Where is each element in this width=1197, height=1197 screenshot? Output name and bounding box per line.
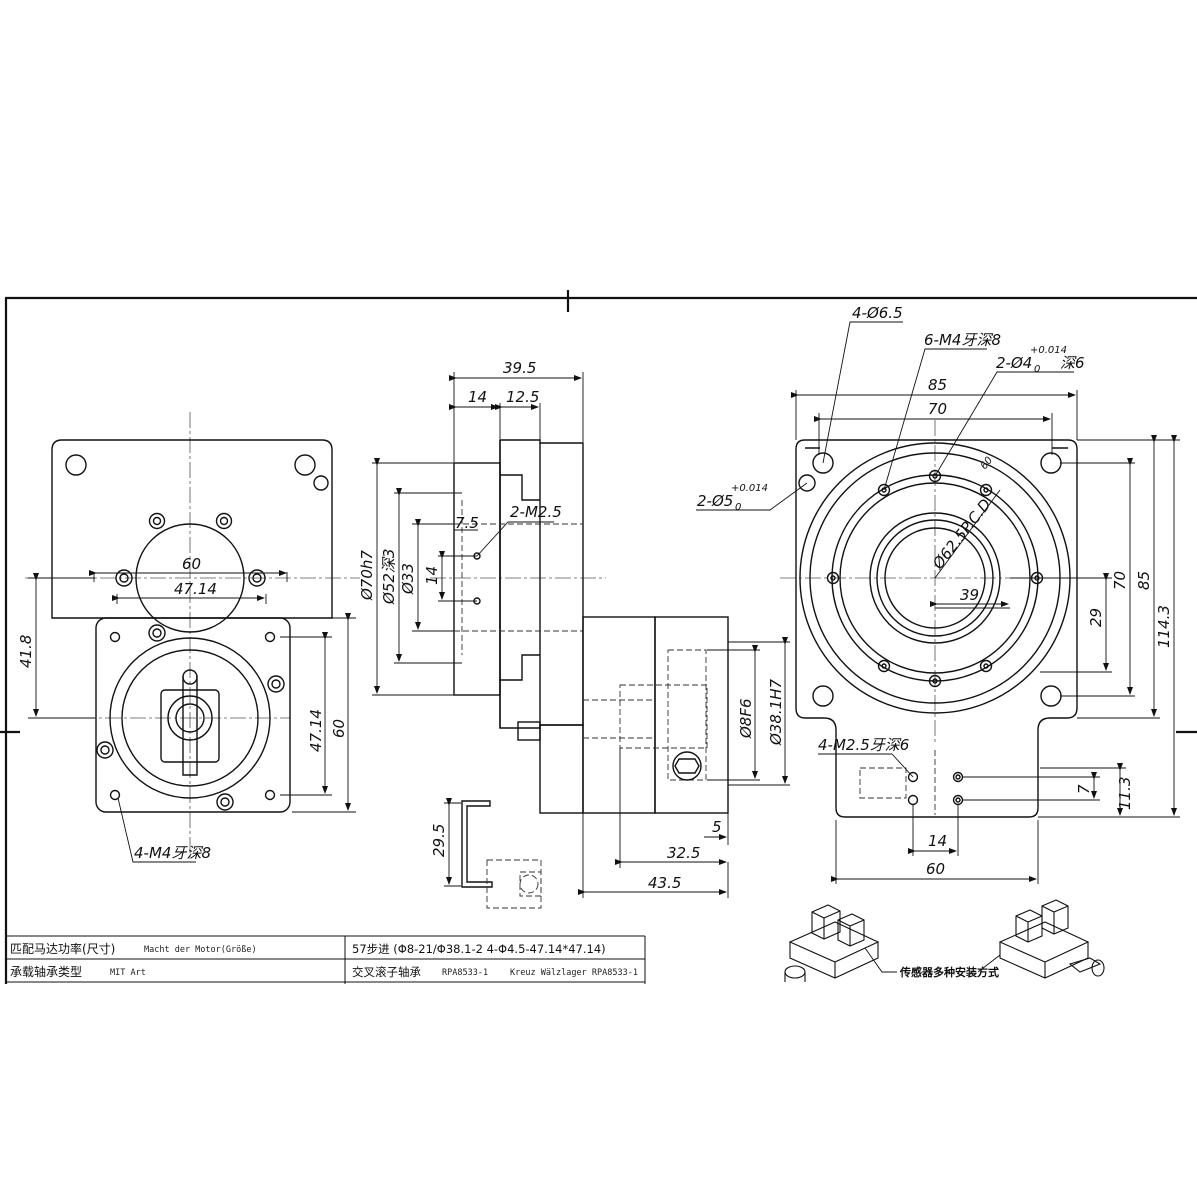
- svg-text:0: 0: [735, 502, 741, 513]
- svg-text:0: 0: [1034, 364, 1040, 375]
- callout-top-60-small: 60: [979, 455, 996, 472]
- svg-text:2-Ø4: 2-Ø4: [996, 354, 1032, 372]
- dim-top-85-v: 85: [1135, 571, 1153, 590]
- dim-top-11-3: 11.3: [1116, 777, 1134, 810]
- dim-side-14-v: 14: [423, 566, 441, 585]
- side-view: [430, 439, 729, 909]
- dim-side-39-5: 39.5: [503, 359, 536, 377]
- title-block: [6, 935, 646, 984]
- front-view-centerlines: [25, 412, 360, 860]
- callout-top-2-4: 2-Ø4 +0.014 0 深6: [996, 345, 1085, 375]
- callout-front-m4: 4-M4牙深8: [134, 844, 211, 862]
- title-row2-sub: MIT Art: [110, 968, 146, 978]
- top-view: [780, 420, 1090, 818]
- callout-top-m2-5: 4-M2.5牙深6: [818, 736, 909, 754]
- dim-top-7: 7: [1075, 784, 1093, 794]
- dim-side-38-1: Ø38.1H7: [767, 679, 785, 746]
- dim-top-14: 14: [928, 832, 947, 850]
- svg-text:+0.014: +0.014: [1030, 345, 1067, 356]
- dim-side-29-5: 29.5: [430, 824, 448, 857]
- top-housing-outline: [795, 439, 1078, 818]
- shaft-slot: [160, 689, 220, 763]
- title-row2-code: RPA8533-1: [442, 968, 488, 978]
- dim-top-60: 60: [926, 860, 945, 878]
- motor-boss: [135, 523, 245, 633]
- dim-side-5: 5: [712, 818, 722, 836]
- dim-front-41-8: 41.8: [17, 635, 35, 668]
- motor-flange: [95, 617, 291, 813]
- dim-side-8f6: Ø8F6: [737, 698, 755, 739]
- dim-top-29: 29: [1087, 608, 1105, 627]
- dim-front-60-v: 60: [330, 719, 348, 738]
- dim-front-60: 60: [182, 555, 201, 573]
- title-row1-label: 匹配马达功率(尺寸): [10, 941, 115, 956]
- dim-side-33: Ø33: [399, 563, 417, 595]
- callout-top-pcd: Ø62.5P.C.D: [928, 495, 994, 573]
- dim-front-47-14: 47.14: [174, 580, 217, 598]
- dim-side-14: 14: [468, 388, 487, 406]
- dim-side-52: Ø52深3: [380, 549, 398, 605]
- callout-top-2-5: 2-Ø5 +0.014 0: [697, 483, 768, 513]
- title-row1-sub: Macht der Motor(Größe): [144, 945, 257, 955]
- callout-side-m2-5: 2-M2.5: [510, 503, 562, 521]
- shaft-bore: [175, 703, 205, 733]
- sensor-note-leaders: [864, 947, 1001, 973]
- title-row2-de: Kreuz Wälzlager RPA8533-1: [510, 968, 638, 978]
- title-row2-value: 交叉滚子轴承: [352, 965, 421, 979]
- dim-top-114-3: 114.3: [1155, 605, 1173, 648]
- front-view: [25, 412, 360, 860]
- sensor-mounting-note: 传感器多种安装方式: [899, 965, 999, 979]
- sensor-iso-left: [784, 904, 880, 982]
- sensor-bracket: [461, 800, 493, 888]
- dim-side-12-5: 12.5: [506, 388, 539, 406]
- dim-side-70h7: Ø70h7: [358, 550, 376, 601]
- callout-top-4-6-5: 4-Ø6.5: [852, 304, 903, 322]
- title-row1-value: 57步进 (Φ8-21/Φ38.1-2 4-Φ4.5-47.14*47.14): [352, 942, 606, 956]
- svg-text:2-Ø5: 2-Ø5: [697, 492, 733, 510]
- dim-top-70: 70: [928, 400, 947, 418]
- dim-top-85: 85: [928, 376, 947, 394]
- top-view-dims: [696, 321, 1180, 884]
- dim-top-39: 39: [960, 586, 979, 604]
- callout-top-6-m4: 6-M4牙深8: [924, 331, 1001, 349]
- svg-text:+0.014: +0.014: [731, 483, 768, 494]
- dim-side-43-5: 43.5: [648, 874, 681, 892]
- front-view-dims: [28, 570, 356, 863]
- dim-side-32-5: 32.5: [667, 844, 700, 862]
- svg-text:深6: 深6: [1060, 354, 1085, 372]
- sensor-iso-right: [998, 899, 1105, 979]
- drawing-frame: [0, 290, 1197, 984]
- title-row2-label: 承载轴承类型: [10, 964, 82, 979]
- dim-front-47-14-v: 47.14: [307, 709, 325, 752]
- side-view-dims: [372, 372, 790, 898]
- dim-side-7-5: 7.5: [455, 514, 479, 532]
- dim-top-70-v: 70: [1111, 571, 1129, 590]
